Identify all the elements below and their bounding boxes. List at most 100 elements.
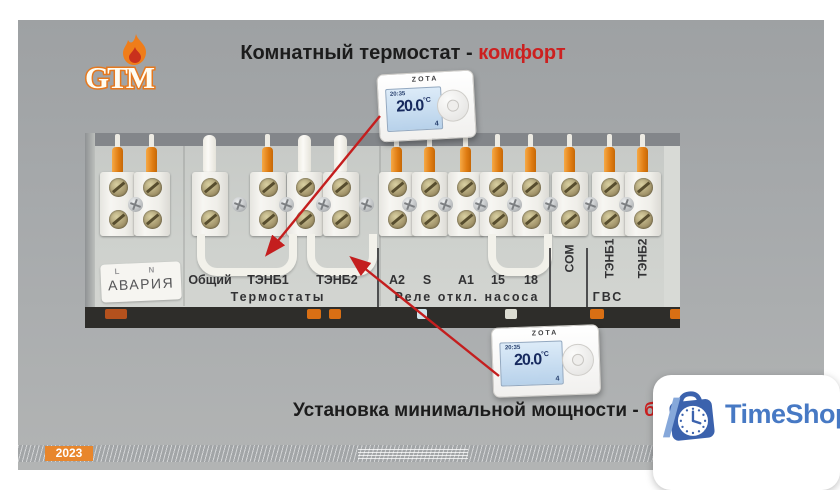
year-badge: 2023 (45, 446, 93, 461)
jumper-loop (307, 234, 377, 276)
mount-screw (231, 197, 247, 212)
wire-blob (505, 309, 517, 319)
terminal-screw (488, 178, 508, 197)
terminal-screw (456, 210, 476, 229)
annotation-bottom: Установка минимальной мощности - без (293, 400, 676, 422)
terminal-screw (387, 178, 407, 197)
sticker-l-label: L (114, 266, 120, 277)
timeshop-watermark: TimeShop (653, 375, 840, 490)
wire (394, 134, 399, 150)
thermostat-dpad (561, 343, 595, 377)
gtm-logo-text: GTM (85, 60, 155, 95)
terminal-screw (142, 178, 162, 197)
terminal-screw (633, 178, 653, 197)
wire-blob (590, 309, 604, 319)
thermostat-dpad (436, 88, 471, 123)
panel-seam (183, 146, 185, 306)
avaria-sticker: L N АВАРИЯ (100, 261, 182, 303)
terminal-screw (633, 210, 653, 229)
wire-blob (105, 309, 127, 319)
label-divider (549, 248, 551, 308)
wire-ferrule (604, 147, 615, 173)
thermostat-mode: 4 (555, 375, 560, 384)
wire-ferrule (391, 147, 402, 173)
mount-screw (582, 197, 598, 212)
label-tenb1: ТЭНБ1 (247, 273, 289, 287)
gtm-logo-graphic: GTM (84, 34, 158, 97)
label-divider (377, 248, 379, 308)
mount-screw (278, 197, 294, 212)
wire-ferrule (492, 147, 503, 173)
wire-blob (307, 309, 321, 319)
wire (528, 134, 533, 150)
thermostat-brand: ZOTA (531, 329, 559, 338)
terminal-screw (200, 210, 220, 229)
photo-right-edge (664, 146, 680, 328)
label-com: COM (562, 244, 577, 273)
mount-screw (542, 197, 558, 212)
annotation-top-red: комфорт (478, 42, 566, 64)
wire (298, 135, 311, 173)
terminal-screw (258, 210, 278, 229)
mount-screw (506, 197, 522, 212)
wire-ferrule (564, 147, 575, 173)
wire (427, 134, 432, 150)
thermostat-image-top: ZOTA 20:35 20.0°C 4 (376, 69, 477, 143)
annotation-top: Комнатный термостат - комфорт (18, 42, 788, 65)
label-a1: A1 (458, 273, 474, 287)
mount-screw (315, 197, 331, 212)
mount-screw (472, 197, 488, 212)
caption-gvs: ГВС (592, 290, 624, 304)
label-divider (586, 248, 588, 308)
terminal-screw (142, 210, 162, 229)
thermostat-temperature: 20.0°C (513, 351, 550, 370)
label-gvs-tenb2: ТЭНБ2 (635, 238, 650, 279)
wire-ferrule (112, 147, 123, 173)
wire (607, 134, 612, 150)
terminal-screw (488, 210, 508, 229)
label-s: S (422, 273, 432, 287)
label-18: 18 (524, 273, 538, 287)
terminal-block (448, 172, 484, 236)
terminal-screw (200, 178, 220, 197)
wire-blob (329, 309, 341, 319)
wire (334, 135, 347, 173)
terminal-screw (600, 178, 620, 197)
thermostat-screen: 20:35 20.0°C 4 (384, 86, 444, 132)
photo-left-edge (85, 133, 95, 328)
wire (567, 134, 572, 150)
terminal-screw (108, 210, 128, 229)
mount-screw (127, 197, 143, 212)
annotation-bottom-black: Установка минимальной мощности - (293, 400, 639, 421)
caption-thermostats: Термостаты (230, 290, 326, 304)
terminal-screw (295, 210, 315, 229)
terminal-screw (560, 178, 580, 197)
terminal-block (192, 172, 228, 236)
sticker-name: АВАРИЯ (107, 274, 175, 294)
terminal-screw (420, 210, 440, 229)
terminal-screw (387, 210, 407, 229)
terminal-block (552, 172, 588, 236)
terminal-screw (295, 178, 315, 197)
timeshop-logo-text: TimeShop (725, 399, 840, 429)
wire-blob (670, 309, 680, 319)
terminal-block (134, 172, 170, 236)
wire (495, 134, 500, 150)
terminal-screw (600, 210, 620, 229)
wire (115, 134, 120, 150)
terminal-screw (456, 178, 476, 197)
jumper-loop (197, 234, 297, 276)
thermostat-screen: 20:35 20.0°C 4 (499, 340, 564, 387)
flame-inner-icon (129, 47, 141, 63)
terminal-screw (108, 178, 128, 197)
wire (149, 134, 154, 150)
wire (640, 134, 645, 150)
terminal-block (100, 172, 136, 236)
label-15: 15 (491, 273, 505, 287)
mount-screw (437, 197, 453, 212)
thermostat-time: 20:35 (504, 345, 521, 352)
terminal-screw (331, 210, 351, 229)
jumper-loop (488, 234, 552, 276)
label-tenb2: ТЭНБ2 (316, 273, 358, 287)
